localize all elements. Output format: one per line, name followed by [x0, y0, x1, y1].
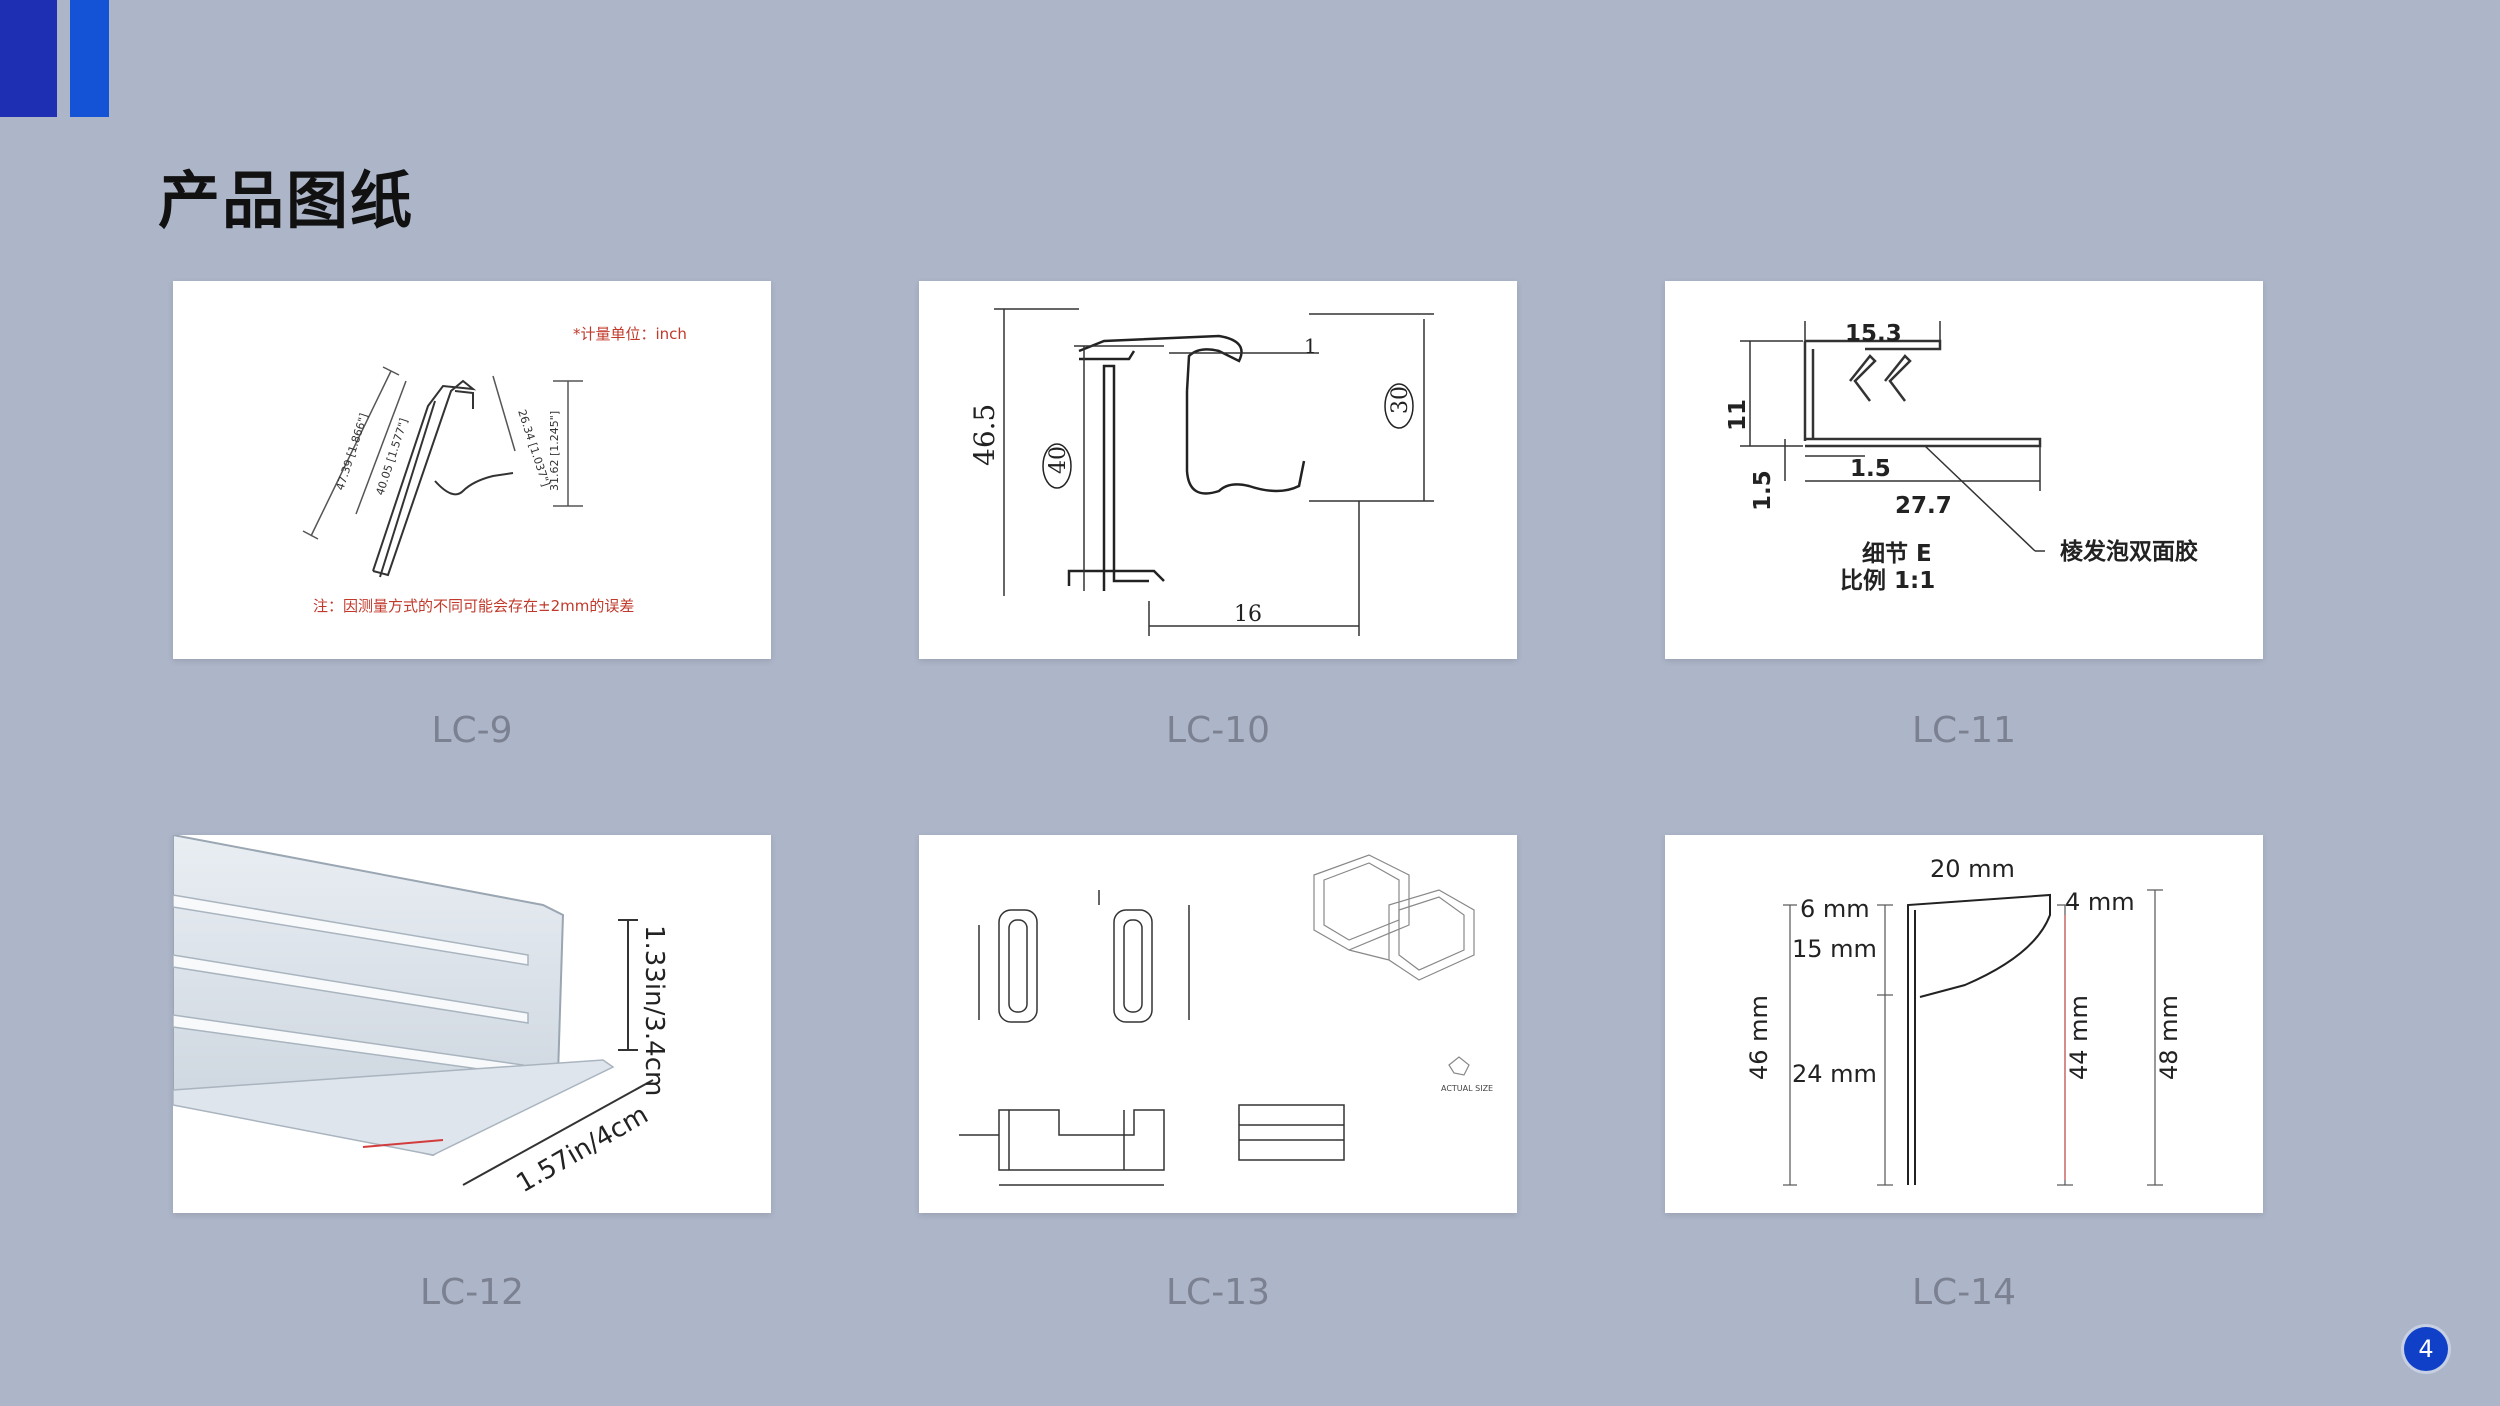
- detail-label: 细节 E: [1862, 540, 1932, 567]
- dim-label: 46.5: [968, 404, 1001, 466]
- dim-label: 40.05 [1.577"]: [373, 417, 410, 497]
- caption-lc10: LC-10: [1166, 710, 1270, 751]
- drawing-card-lc10[interactable]: 46.5 40 30 1 16: [919, 281, 1517, 659]
- dim-label: 1: [1304, 334, 1317, 358]
- page-title: 产品图纸: [158, 164, 415, 237]
- page-number-badge: 4: [2404, 1327, 2448, 1371]
- drawing-card-lc9[interactable]: *计量单位：inch 47.39 [1.866"] 40.05 [1.577"]…: [173, 281, 771, 659]
- dim-label: 11: [1725, 399, 1751, 431]
- drawing-card-lc12[interactable]: 1.33in/3.4cm 1.57in/4cm: [173, 835, 771, 1213]
- accent-bar-dark: [0, 0, 57, 117]
- drawing-card-lc11[interactable]: 15.3 11 1.5 1.5 27.7 棱发泡双面胶 细节 E 比例 1:1: [1665, 281, 2263, 659]
- dim-label: 40: [1046, 446, 1071, 474]
- dim-label: 15.3: [1845, 321, 1902, 347]
- drawing-lc11: 15.3 11 1.5 1.5 27.7 棱发泡双面胶 细节 E 比例 1:1: [1725, 321, 2198, 594]
- caption-lc9: LC-9: [431, 710, 513, 751]
- dim-label: 15 mm: [1792, 935, 1877, 963]
- profile-rib: [173, 894, 529, 966]
- dim-label: 1.5: [1850, 456, 1891, 482]
- drawing-card-lc13[interactable]: ACTUAL SIZE: [919, 835, 1517, 1213]
- error-note: 注：因测量方式的不同可能会存在±2mm的误差: [313, 597, 634, 615]
- drawing-lc13: ACTUAL SIZE: [959, 854, 1493, 1186]
- drawing-lc9: *计量单位：inch 47.39 [1.866"] 40.05 [1.577"]…: [302, 325, 687, 615]
- foam-label: 棱发泡双面胶: [2060, 538, 2198, 565]
- dim-label: 31.62 [1.245"]: [548, 411, 561, 491]
- dim-label: 27.7: [1895, 493, 1952, 519]
- dim-label: 26.34 [1.037"]: [515, 408, 552, 488]
- dim-label: 4 mm: [2065, 888, 2135, 916]
- dim-label: 16: [1234, 602, 1262, 627]
- note-label: ACTUAL SIZE: [1441, 1084, 1493, 1093]
- dim-label: 44 mm: [2065, 995, 2093, 1080]
- profile-base: [173, 1059, 615, 1156]
- caption-lc11: LC-11: [1912, 710, 2016, 751]
- profile-rib: [173, 954, 529, 1024]
- edge-highlight: [362, 1139, 444, 1148]
- dim-label: 30: [1388, 386, 1413, 414]
- dim-label: 1.57in/4cm: [512, 1100, 654, 1199]
- dim-label: 24 mm: [1792, 1060, 1877, 1088]
- scale-label: 比例 1:1: [1840, 568, 1935, 594]
- dim-label: 1.5: [1750, 470, 1776, 511]
- dim-label: 20 mm: [1930, 855, 2015, 883]
- drawing-card-lc14[interactable]: 20 mm 4 mm 6 mm 15 mm 46 mm 24 mm 44 mm …: [1665, 835, 2263, 1213]
- caption-lc12: LC-12: [420, 1272, 524, 1313]
- dim-bubble: [1384, 383, 1414, 429]
- dim-label: 1.33in/3.4cm: [639, 925, 669, 1096]
- dim-label: 48 mm: [2155, 995, 2183, 1080]
- caption-lc13: LC-13: [1166, 1272, 1270, 1313]
- accent-bar-light: [70, 0, 109, 117]
- drawing-lc14: 20 mm 4 mm 6 mm 15 mm 46 mm 24 mm 44 mm …: [1745, 855, 2183, 1186]
- caption-lc14: LC-14: [1912, 1272, 2016, 1313]
- drawing-lc12: 1.33in/3.4cm 1.57in/4cm: [173, 835, 669, 1199]
- dim-bubble: [1042, 443, 1072, 489]
- drawing-lc10: 46.5 40 30 1 16: [968, 308, 1434, 636]
- dim-label: 47.39 [1.866"]: [333, 412, 370, 492]
- dim-label: 6 mm: [1800, 895, 1870, 923]
- unit-note: *计量单位：inch: [573, 325, 687, 343]
- dim-label: 46 mm: [1745, 995, 1773, 1080]
